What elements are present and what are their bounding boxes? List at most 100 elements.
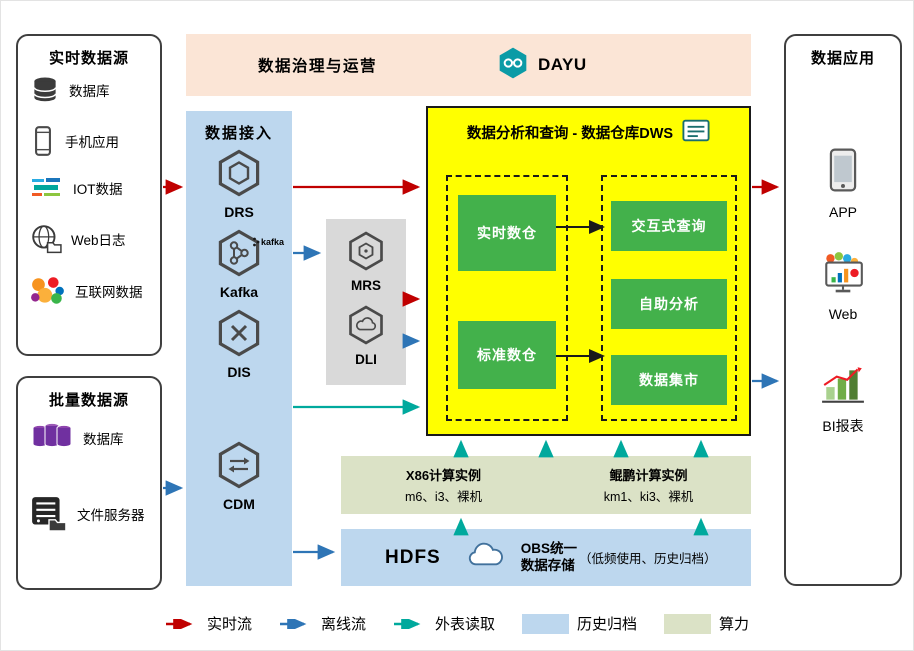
warehouse-title: 数据分析和查询 - 数据仓库DWS: [466, 126, 674, 142]
cdm-hexagon-icon: [215, 441, 263, 494]
file-server-icon: [30, 496, 68, 537]
source-item-database: 数据库: [30, 76, 154, 109]
processing-item-mrs: MRS: [326, 231, 406, 293]
ingestion-title: 数据接入: [204, 125, 273, 142]
kafka-badge-text: kafka: [261, 237, 285, 247]
dis-hexagon-icon: [215, 309, 263, 362]
kunpeng-compute-subtitle: km1、ki3、裸机: [603, 490, 694, 504]
archive-swatch: [522, 613, 569, 634]
processing-item-dli: DLI: [326, 305, 406, 367]
source-item-mobile: 手机应用: [30, 126, 154, 161]
obs-cloud-icon: [464, 541, 508, 574]
data-warehouse-box: 数据分析和查询 - 数据仓库DWS 实时数仓 标准数仓 交互式查询 自助分析 数…: [426, 106, 751, 436]
interactive-query-module: 交互式查询: [611, 201, 727, 251]
legend-label: 实时流: [206, 616, 252, 633]
compute-swatch: [664, 613, 712, 634]
legend-history-archive: 历史归档: [522, 613, 637, 634]
ingestion-label: DRS: [224, 204, 254, 220]
storage-strip: HDFS OBS统一 数据存储 （低频使用、历史归档）: [341, 529, 751, 586]
kafka-badge: kafka: [252, 237, 284, 247]
ingestion-label: CDM: [223, 496, 255, 512]
legend-realtime-flow: 实时流: [165, 613, 252, 634]
processing-label: DLI: [355, 352, 377, 367]
legend-label: 算力: [719, 616, 750, 633]
source-label: 互联网数据: [75, 285, 143, 301]
legend-label: 外表读取: [434, 616, 495, 633]
legend-offline-flow: 离线流: [279, 613, 366, 634]
dayu-logo-text: DAYU: [538, 55, 587, 74]
database-stack-icon: [30, 420, 74, 461]
legend: 实时流 离线流 外表读取 历史归档 算力: [1, 613, 913, 634]
ingestion-label: Kafka: [219, 284, 259, 300]
source-item-weblog: Web日志: [30, 224, 154, 259]
source-label: IOT数据: [73, 182, 123, 198]
batch-sources-title: 批量数据源: [48, 392, 129, 409]
legend-label: 离线流: [320, 616, 366, 633]
obs-storage-line1: OBS统一: [520, 541, 577, 557]
source-label: 数据库: [69, 84, 110, 100]
data-mart-module: 数据集市: [611, 355, 727, 405]
application-item-bi: BI报表: [786, 366, 900, 436]
app-phone-icon: [828, 148, 858, 197]
application-item-web: Web: [786, 252, 900, 322]
ingestion-item-kafka: kafka Kafka: [186, 229, 292, 300]
internet-bubbles-icon: [30, 276, 66, 311]
x86-compute-title: X86计算实例: [405, 468, 482, 483]
source-label: 文件服务器: [77, 508, 145, 524]
obs-text-block: OBS统一 数据存储 （低频使用、历史归档）: [521, 541, 717, 573]
processing-box: MRS DLI: [326, 219, 406, 385]
ingestion-item-dis: DIS: [186, 309, 292, 380]
database-icon: [30, 76, 60, 109]
teal-arrow-icon: [393, 618, 421, 629]
obs-storage-note: （低频使用、历史归档）: [579, 552, 717, 566]
realtime-sources-panel: 实时数据源 数据库 手机应用 IOT数据 Web日志: [16, 34, 162, 356]
globe-log-icon: [30, 224, 62, 259]
iot-wordcloud-icon: [30, 175, 64, 206]
legend-compute: 算力: [664, 613, 749, 634]
legend-label: 历史归档: [577, 616, 638, 633]
data-applications-panel: 数据应用 APP Web BI报表: [784, 34, 902, 586]
source-item-internet: 互联网数据: [30, 276, 154, 311]
governance-title: 数据治理与运营: [258, 58, 378, 75]
ingestion-label: DIS: [227, 364, 251, 380]
mrs-hexagon-icon: [346, 231, 386, 276]
source-label: 数据库: [83, 432, 124, 448]
batch-sources-panel: 批量数据源 数据库 文件服务器: [16, 376, 162, 590]
source-item-iot: IOT数据: [30, 175, 154, 206]
blue-arrow-icon: [279, 618, 307, 629]
x86-compute-group: X86计算实例 m6、i3、裸机: [341, 456, 546, 514]
realtime-warehouse-module: 实时数仓: [458, 195, 556, 271]
realtime-sources-title: 实时数据源: [48, 50, 129, 67]
source-label: Web日志: [71, 233, 126, 249]
hdfs-label: HDFS: [385, 546, 441, 568]
application-label: APP: [828, 204, 857, 220]
kunpeng-compute-group: 鲲鹏计算实例 km1、ki3、裸机: [546, 456, 751, 514]
source-item-file-server: 文件服务器: [30, 496, 154, 537]
source-label: 手机应用: [65, 135, 119, 151]
warehouse-left-group: [446, 175, 568, 421]
bi-chart-icon: [820, 366, 866, 409]
dli-hexagon-icon: [346, 305, 386, 350]
warehouse-title-row: 数据分析和查询 - 数据仓库DWS: [428, 108, 749, 146]
legend-external-read: 外表读取: [393, 613, 495, 634]
governance-banner: 数据治理与运营 DAYU: [186, 34, 751, 96]
ingestion-item-drs: DRS: [186, 149, 292, 220]
dayu-hexagon-icon: [497, 45, 529, 86]
drs-hexagon-icon: [215, 149, 263, 202]
standard-warehouse-module: 标准数仓: [458, 321, 556, 389]
application-label: Web: [828, 306, 858, 322]
obs-storage-line2: 数据存储: [520, 557, 575, 573]
application-item-app: APP: [786, 148, 900, 220]
dayu-logo: DAYU: [497, 45, 587, 86]
kunpeng-compute-title: 鲲鹏计算实例: [609, 468, 688, 483]
document-icon: [682, 119, 710, 146]
application-label: BI报表: [822, 418, 864, 434]
x86-compute-subtitle: m6、i3、裸机: [404, 490, 483, 504]
self-service-analysis-module: 自助分析: [611, 279, 727, 329]
compute-instances-strip: X86计算实例 m6、i3、裸机 鲲鹏计算实例 km1、ki3、裸机: [341, 456, 751, 514]
red-arrow-icon: [165, 618, 193, 629]
warehouse-right-group: [601, 175, 737, 421]
source-item-batch-database: 数据库: [30, 420, 154, 461]
kafka-mini-logo-icon: [253, 237, 260, 247]
